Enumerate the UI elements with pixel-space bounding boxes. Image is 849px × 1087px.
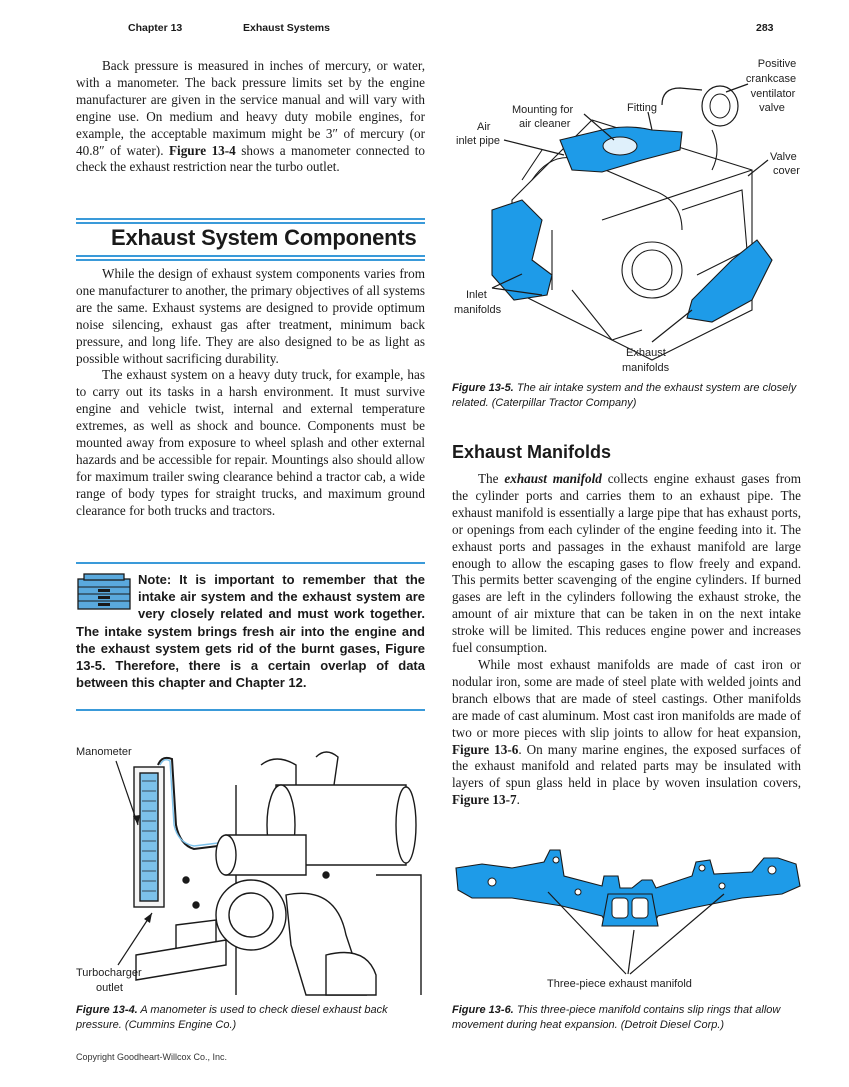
note-rule-top (76, 562, 425, 564)
label-inlet-pipe: inlet pipe (456, 135, 501, 147)
page-number: 283 (756, 22, 774, 34)
toolbox-icon (77, 573, 131, 610)
paragraph: The exhaust system on a heavy duty truck… (76, 367, 425, 518)
label-manometer: Manometer (76, 746, 132, 758)
paragraph: While the design of exhaust system compo… (76, 266, 425, 366)
label-cover: cover (773, 165, 800, 177)
label-turbocharger: Turbocharger (76, 967, 142, 979)
label-turbocharger-outlet: outlet (96, 982, 123, 994)
section-rule-bottom (76, 255, 425, 257)
label-crankcase: crankcase (745, 73, 797, 85)
label-air-cleaner: air cleaner (519, 118, 571, 130)
figure-ref: Figure 13-4 (168, 142, 236, 158)
label-exhaust: Exhaust (626, 347, 666, 359)
figure-ref: Figure 13-6 (452, 741, 519, 757)
manometer-illustration (115, 751, 422, 996)
label-valve-cover: Valve (770, 151, 797, 163)
section-title: Exhaust System Components (111, 225, 417, 250)
chapter-title: Exhaust Systems (243, 22, 330, 34)
section-rule-bottom-2 (76, 259, 425, 261)
label-inlet-manifolds: manifolds (454, 304, 502, 316)
label-inlet: Inlet (466, 289, 487, 301)
key-term: exhaust manifold (504, 471, 602, 486)
label-valve: valve (759, 102, 785, 114)
copyright: Copyright Goodheart-Willcox Co., Inc. (76, 1052, 228, 1062)
note-text: Note: It is important to remember that t… (76, 572, 425, 691)
section-rule-top-2 (76, 222, 425, 224)
figure-13-6-caption: Figure 13-6. This three-piece manifold c… (452, 1004, 781, 1031)
note-rule-bottom (76, 709, 425, 711)
label-three-piece: Three-piece exhaust manifold (547, 978, 692, 990)
note-box: Note: It is important to remember that t… (76, 571, 425, 691)
label-positive: Positive (757, 58, 797, 70)
chapter-number: Chapter 13 (128, 22, 183, 34)
label-ventilator: ventilator (750, 88, 796, 100)
intro-paragraph: Back pressure is measured in inches of m… (76, 58, 426, 175)
label-mounting: Mounting for (512, 104, 574, 116)
label-exhaust-manifolds: manifolds (622, 362, 670, 374)
section-rule-top (76, 218, 425, 220)
label-air: Air (477, 121, 491, 133)
figure-13-5-caption: Figure 13-5. The air intake system and t… (452, 382, 797, 409)
manifolds-text: The exhaust manifold collects engine exh… (452, 471, 802, 808)
engine-illustration (491, 83, 773, 361)
subsection-title: Exhaust Manifolds (452, 442, 612, 462)
label-fitting: Fitting (627, 102, 657, 114)
manifold-illustration (455, 849, 801, 975)
figure-13-4-caption: Figure 13-4. A manometer is used to chec… (76, 1004, 388, 1031)
components-text: While the design of exhaust system compo… (76, 266, 425, 520)
figure-ref: Figure 13-7 (452, 792, 517, 808)
